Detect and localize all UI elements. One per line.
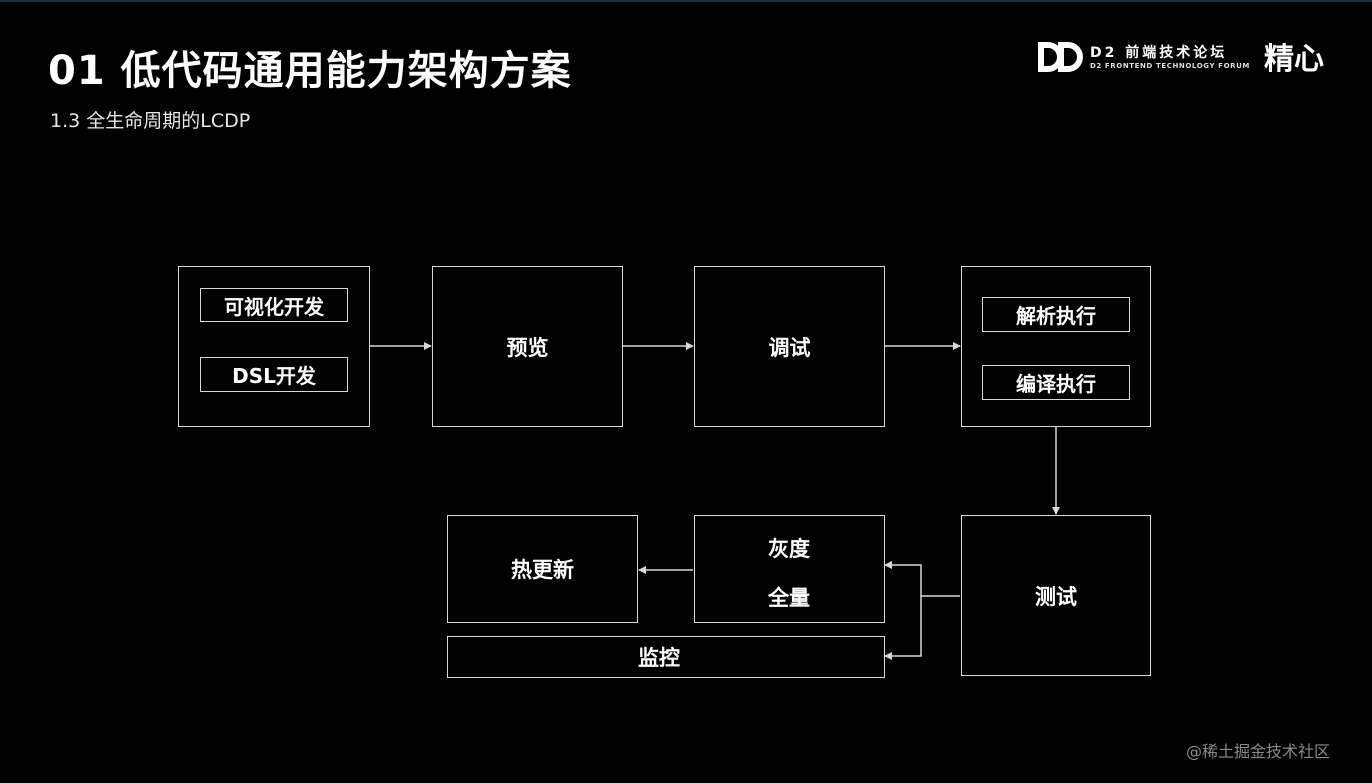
monitor-label: 监控 [638,646,680,670]
d2-forum-logo: D2 前端技术论坛 D2 FRONTEND TECHNOLOGY FORUM [1036,40,1336,80]
page-subtitle: 1.3 全生命周期的LCDP [50,110,251,132]
watermark: @稀土掘金技术社区 [1186,742,1331,761]
brand-mark-right: 精心 [1264,42,1324,77]
forum-subtitle: D2 FRONTEND TECHNOLOGY FORUM [1090,62,1250,70]
arrow-test-to-release [884,561,960,597]
test-stage-box: 测试 [961,515,1151,676]
execute-stage-box [961,266,1151,427]
top-accent-line [0,0,1372,2]
hot-update-stage-box: 热更新 [447,515,638,623]
interpret-execution-item: 解析执行 [982,297,1130,332]
gray-release-label: 灰度 [768,537,810,561]
debug-stage-box: 调试 [694,266,885,427]
d2-logo-icon [1038,42,1083,72]
preview-stage-box: 预览 [432,266,623,427]
page-title: 01 低代码通用能力架构方案 [48,48,572,94]
full-release-label: 全量 [768,586,810,610]
dsl-development-item: DSL开发 [200,357,348,392]
monitor-stage-box: 监控 [447,636,885,678]
arrow-test-to-monitor [884,596,922,660]
visual-development-item: 可视化开发 [200,288,348,322]
forum-name: D2 前端技术论坛 [1090,45,1228,61]
release-stage-box [694,515,885,623]
develop-stage-box [178,266,370,427]
compile-execution-item: 编译执行 [982,365,1130,400]
